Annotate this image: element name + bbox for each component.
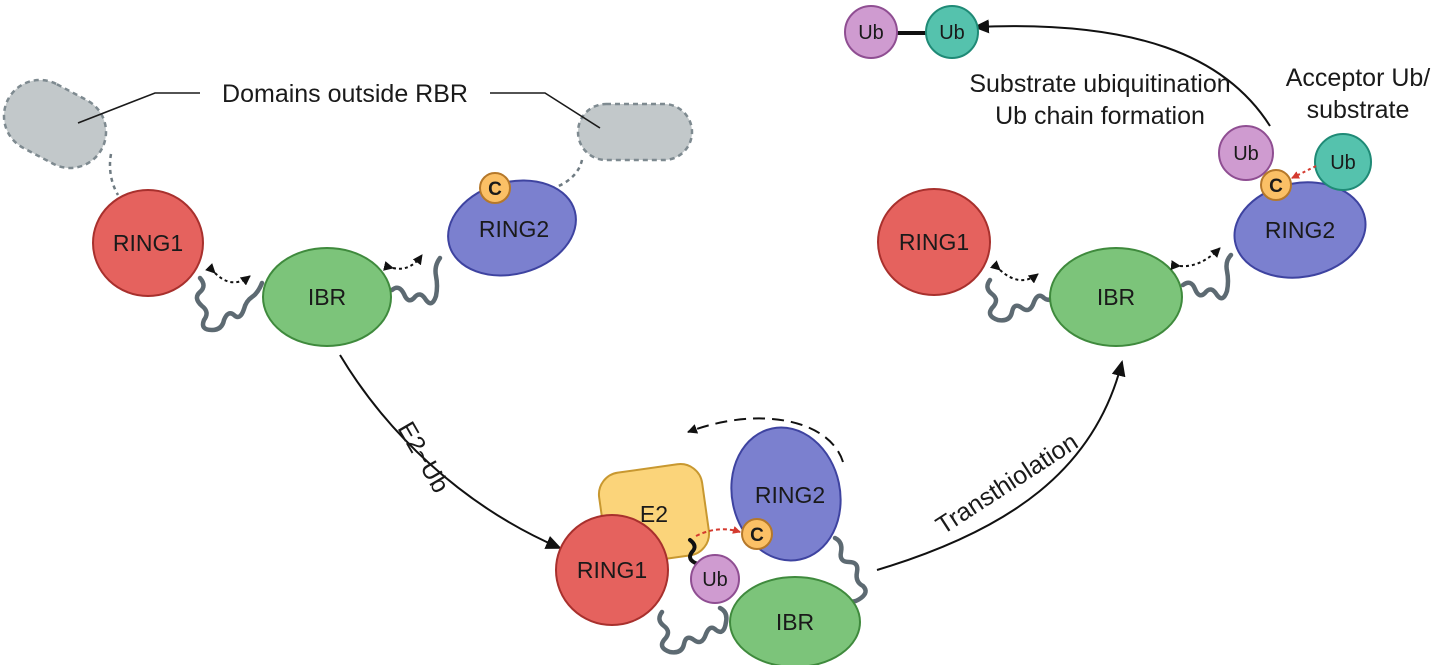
ub-bound bbox=[690, 554, 740, 604]
ring1-domain-charged bbox=[877, 188, 991, 296]
ring1-label-bound: RING1 bbox=[577, 557, 647, 583]
acceptor-label-line1: Acceptor Ub/ bbox=[1286, 64, 1431, 92]
ibr-label-bound: IBR bbox=[776, 609, 814, 635]
outside-domain-right bbox=[576, 102, 694, 162]
ibr-domain-charged bbox=[1049, 247, 1183, 347]
ring1-domain bbox=[92, 189, 204, 297]
ub-chain-first bbox=[844, 5, 898, 59]
transthiolation-arrow bbox=[876, 360, 1126, 571]
ub-donor bbox=[1218, 125, 1274, 181]
state-e2-bound: E2 RING1 RING2 IBR Ub C bbox=[555, 417, 868, 665]
ring1-label: RING1 bbox=[113, 230, 183, 256]
ring2-label-charged: RING2 bbox=[1265, 217, 1335, 243]
ibr-domain bbox=[262, 247, 392, 347]
cysteine-label-charged: C bbox=[1269, 176, 1283, 197]
cysteine-badge-charged bbox=[1260, 169, 1292, 201]
state-autoinhibited: Domains outside RBR RING1 IBR RING2 C bbox=[2, 78, 694, 347]
transthiolation-label: Transthiolation bbox=[931, 428, 1083, 540]
ub-acceptor bbox=[1314, 133, 1372, 191]
ub-chain-arrow bbox=[973, 19, 1271, 127]
cysteine-badge bbox=[479, 172, 511, 204]
substrate-label-line2: Ub chain formation bbox=[995, 102, 1205, 130]
domains-outside-label: Domains outside RBR bbox=[222, 80, 468, 108]
ub-chain-second-label: Ub bbox=[939, 22, 965, 44]
substrate-label-line1: Substrate ubiquitination bbox=[969, 70, 1230, 98]
ring2-label: RING2 bbox=[479, 216, 549, 242]
ibr-label: IBR bbox=[308, 284, 346, 310]
e2-label: E2 bbox=[640, 501, 668, 527]
ibr-domain-bound bbox=[729, 576, 861, 665]
e2-ub-arrow bbox=[339, 354, 562, 549]
cysteine-label-bound: C bbox=[750, 525, 764, 546]
cysteine-label: C bbox=[488, 179, 502, 200]
ub-acceptor-label: Ub bbox=[1330, 152, 1356, 174]
ring1-label-charged: RING1 bbox=[899, 229, 969, 255]
acceptor-label-line2: substrate bbox=[1307, 96, 1410, 124]
ring1-domain-bound bbox=[555, 514, 669, 626]
ring2-label-bound: RING2 bbox=[755, 482, 825, 508]
e2-ub-label: E2~Ub bbox=[392, 417, 455, 498]
state-ub-charged: RING1 IBR RING2 Ub Ub C Acceptor Ub/ sub… bbox=[877, 64, 1431, 347]
outside-domain-left bbox=[2, 78, 108, 170]
ibr-label-charged: IBR bbox=[1097, 284, 1135, 310]
ub-chain-product: Ub Ub bbox=[844, 5, 979, 59]
ub-label-bound: Ub bbox=[702, 569, 728, 591]
ub-chain-first-label: Ub bbox=[858, 22, 884, 44]
cysteine-badge-bound bbox=[741, 518, 773, 550]
ub-donor-label: Ub bbox=[1233, 143, 1259, 165]
ub-chain-second bbox=[925, 5, 979, 59]
